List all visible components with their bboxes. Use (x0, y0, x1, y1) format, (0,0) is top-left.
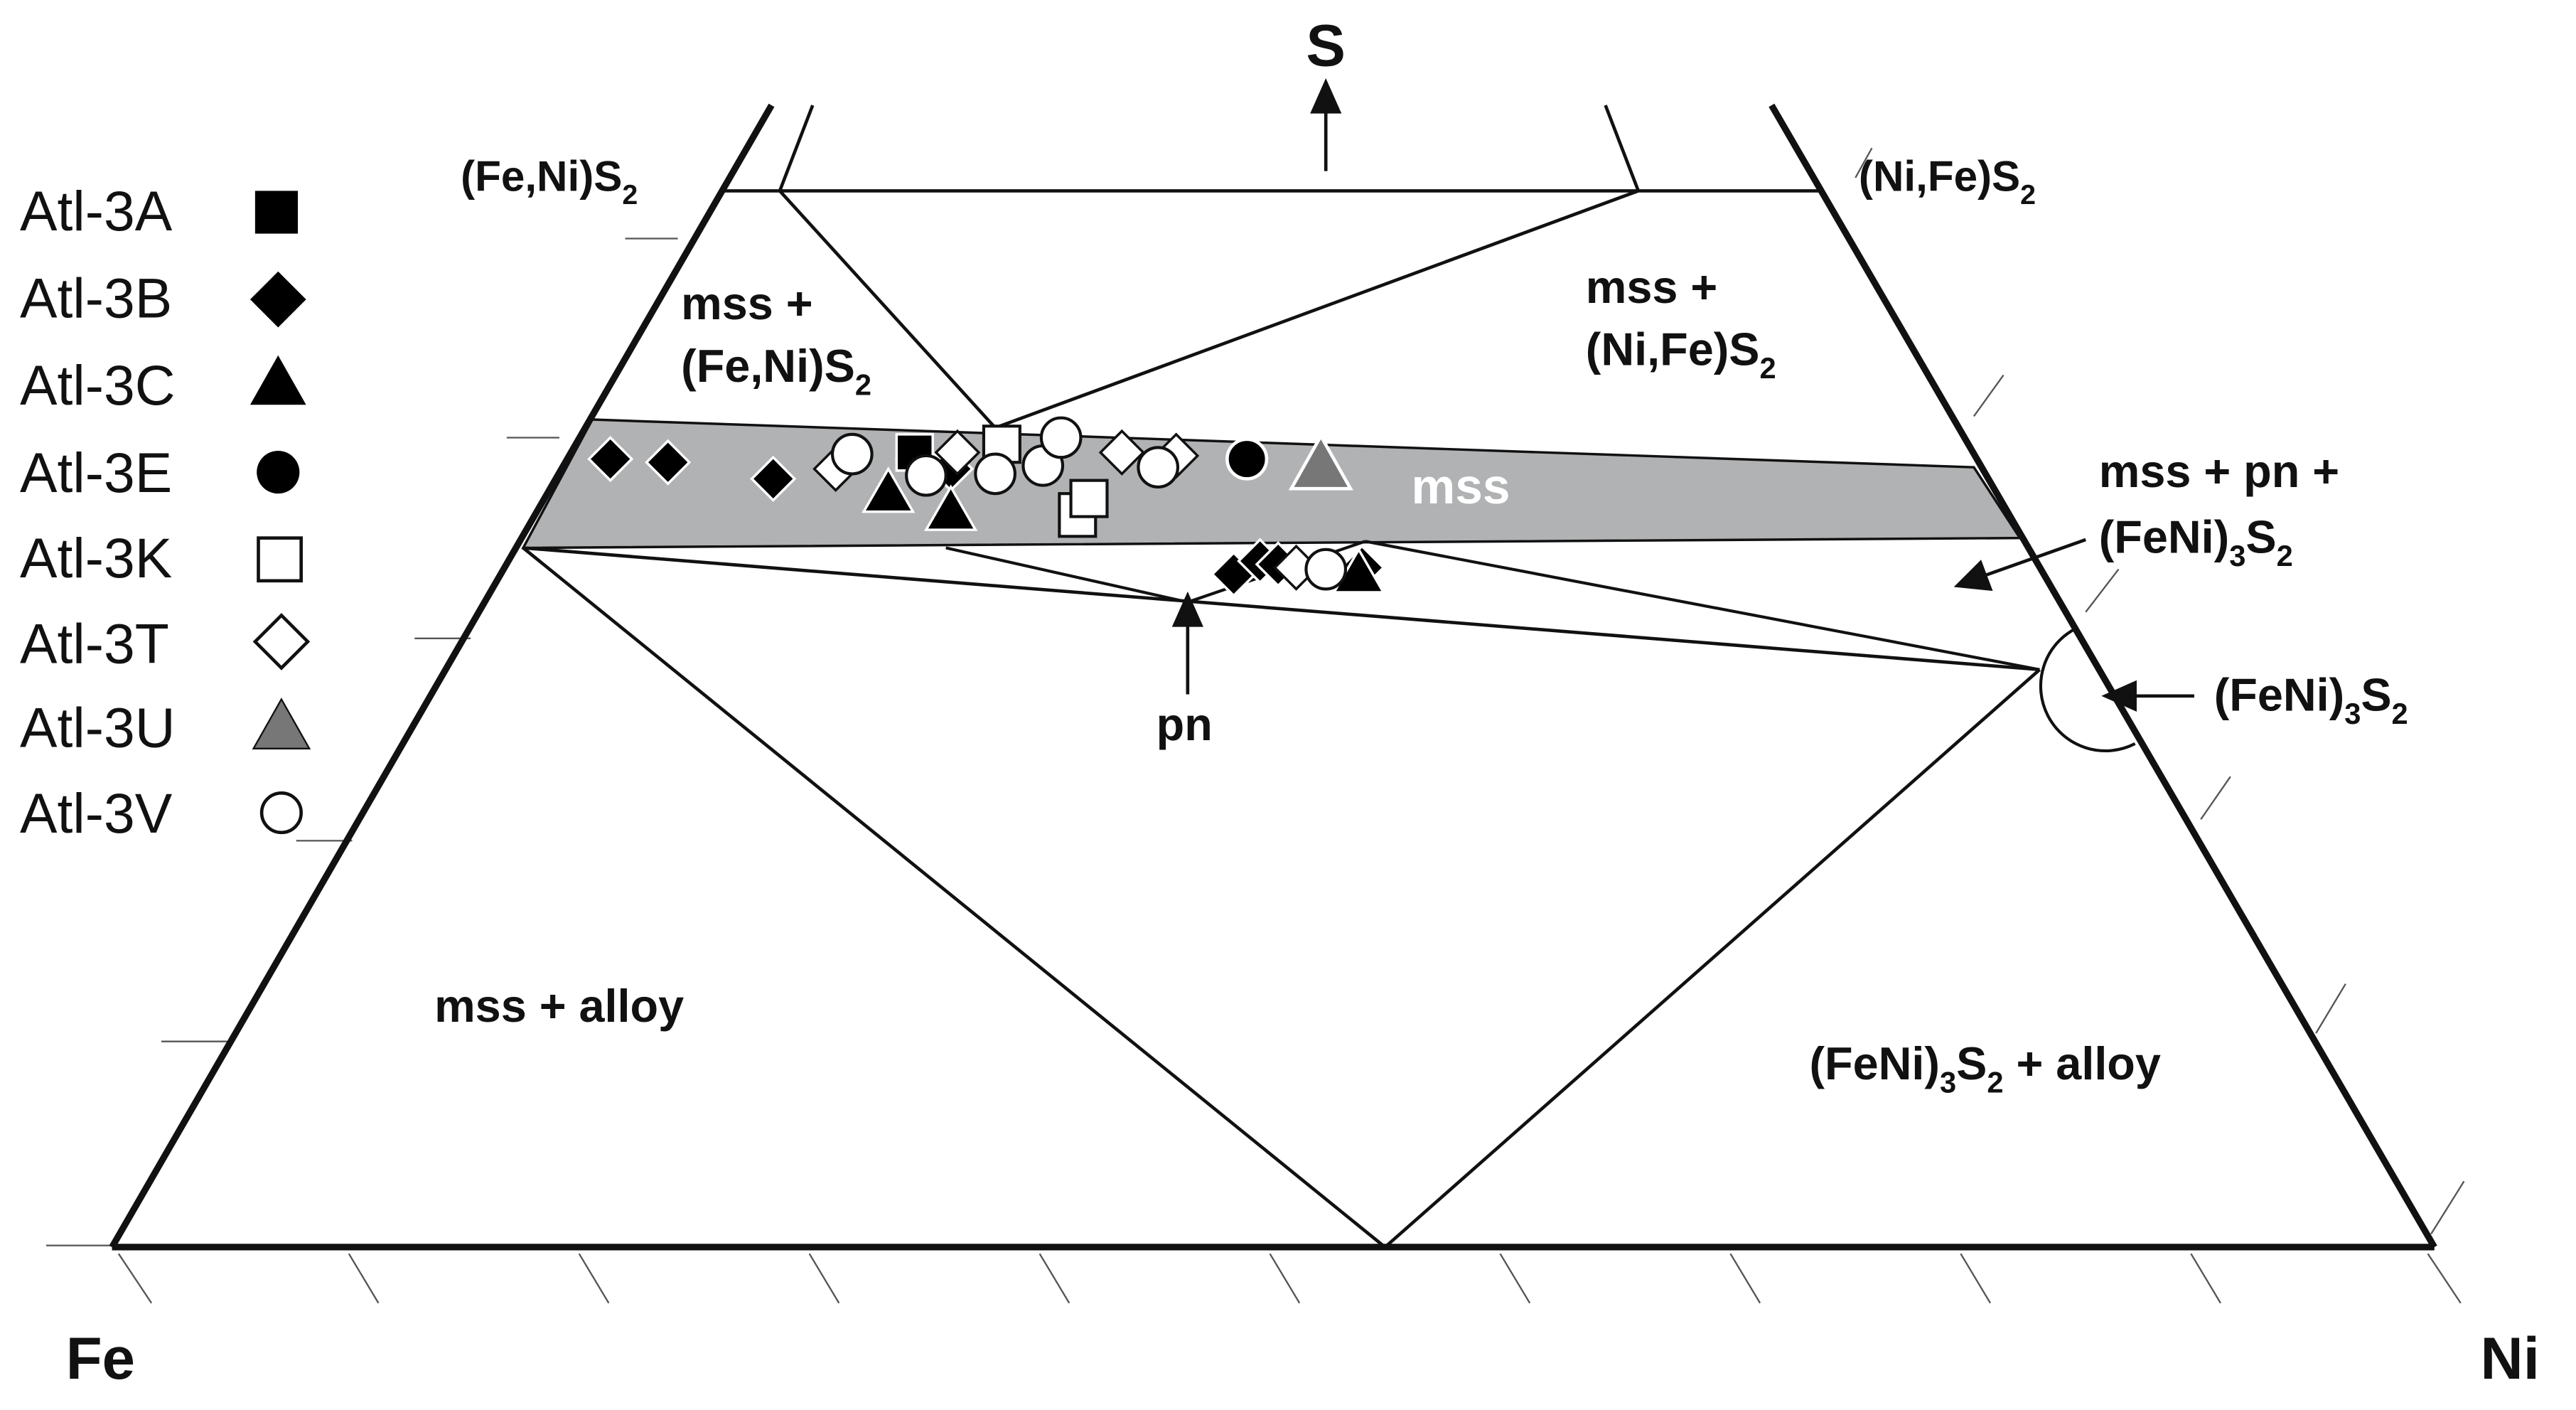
bottom-edge-ticks (117, 1253, 2462, 1304)
legend-symbol-atl-3v (259, 791, 303, 835)
legend: Atl-3A Atl-3B Atl-3C Atl-3E Atl-3K Atl-3… (20, 180, 311, 845)
data-point-atl-3k (982, 424, 1109, 538)
label-ni-fe-s2: (Ni,Fe)S2 (1859, 152, 2036, 210)
legend-label-atl-3e: Atl-3E (20, 442, 172, 504)
data-point-atl-3e (1225, 437, 1269, 481)
legend-symbol-atl-3b (249, 271, 306, 328)
corner-label-fe: Fe (66, 1325, 135, 1392)
legend-symbol-atl-3c (249, 355, 306, 405)
data-point-atl-3v (830, 416, 1348, 591)
legend-symbol-atl-3a (254, 191, 299, 234)
corner-label-s: S (1306, 13, 1346, 79)
label-mss-nifes2-line2: (Ni,Fe)S2 (1586, 324, 1776, 385)
label-fe-ni-s2: (Fe,Ni)S2 (461, 152, 638, 210)
legend-label-atl-3c: Atl-3C (20, 354, 176, 417)
label-mss-alloy: mss + alloy (434, 980, 684, 1032)
corner-label-ni: Ni (2481, 1325, 2540, 1392)
label-feni3s2: (FeNi)3S2 (2214, 669, 2408, 731)
label-mss-fens2-line1: mss + (681, 277, 812, 329)
right-edge-ticks (1855, 147, 2465, 1235)
label-mss-pn-line1: mss + pn + (2099, 445, 2339, 497)
legend-symbol-atl-3u (252, 698, 311, 749)
legend-label-atl-3u: Atl-3U (20, 697, 176, 759)
legend-label-atl-3b: Atl-3B (20, 267, 172, 330)
legend-symbol-atl-3k (257, 536, 303, 583)
legend-label-atl-3a: Atl-3A (20, 180, 173, 242)
label-mss-pn-line2: (FeNi)3S2 (2099, 511, 2293, 572)
left-edge-ticks (46, 237, 678, 1246)
diagram-outline (109, 103, 2437, 1251)
data-points (587, 416, 1386, 598)
arrows (1171, 78, 2194, 712)
legend-symbol-atl-3e (257, 451, 300, 494)
label-mss-fens2-line2: (Fe,Ni)S2 (681, 340, 871, 402)
data-point-atl-3u (1288, 432, 1353, 491)
label-mss-nifes2-line1: mss + (1586, 261, 1717, 313)
label-pn: pn (1156, 698, 1213, 750)
label-feni3s2-alloy: (FeNi)3S2 + alloy (1810, 1037, 2161, 1099)
legend-label-atl-3t: Atl-3T (20, 612, 169, 675)
mss-field (521, 418, 2022, 550)
label-mss: mss (1412, 459, 1510, 514)
legend-label-atl-3k: Atl-3K (20, 527, 172, 589)
legend-label-atl-3v: Atl-3V (20, 782, 173, 845)
legend-symbol-atl-3t (252, 613, 311, 671)
